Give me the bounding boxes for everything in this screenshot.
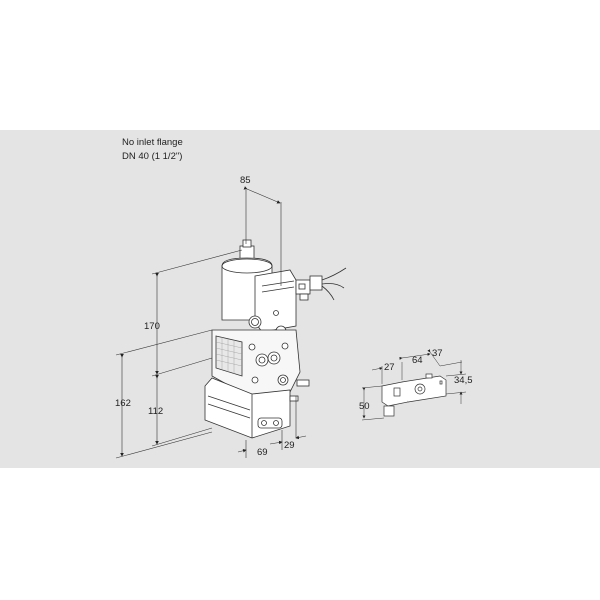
dim-50: 50	[359, 401, 370, 412]
cable-connector-illustration	[295, 267, 347, 301]
valve-illustration	[204, 239, 310, 439]
dim-37: 37	[432, 348, 443, 359]
dim-34-5: 34,5	[454, 375, 473, 386]
dim-112: 112	[148, 406, 163, 417]
dim-69: 69	[257, 447, 268, 458]
dim-27: 27	[384, 362, 395, 373]
dim-162: 162	[115, 398, 131, 409]
drawing-caption: No inlet flange DN 40 (1 1/2")	[122, 136, 183, 164]
caption-line-flange: No inlet flange	[122, 137, 183, 148]
dim-85: 85	[240, 175, 251, 186]
dim-29: 29	[284, 440, 295, 451]
dim-64: 64	[412, 355, 423, 366]
dim-170: 170	[144, 321, 160, 332]
caption-line-dn: DN 40 (1 1/2")	[122, 151, 183, 162]
detail-illustration	[381, 373, 447, 417]
